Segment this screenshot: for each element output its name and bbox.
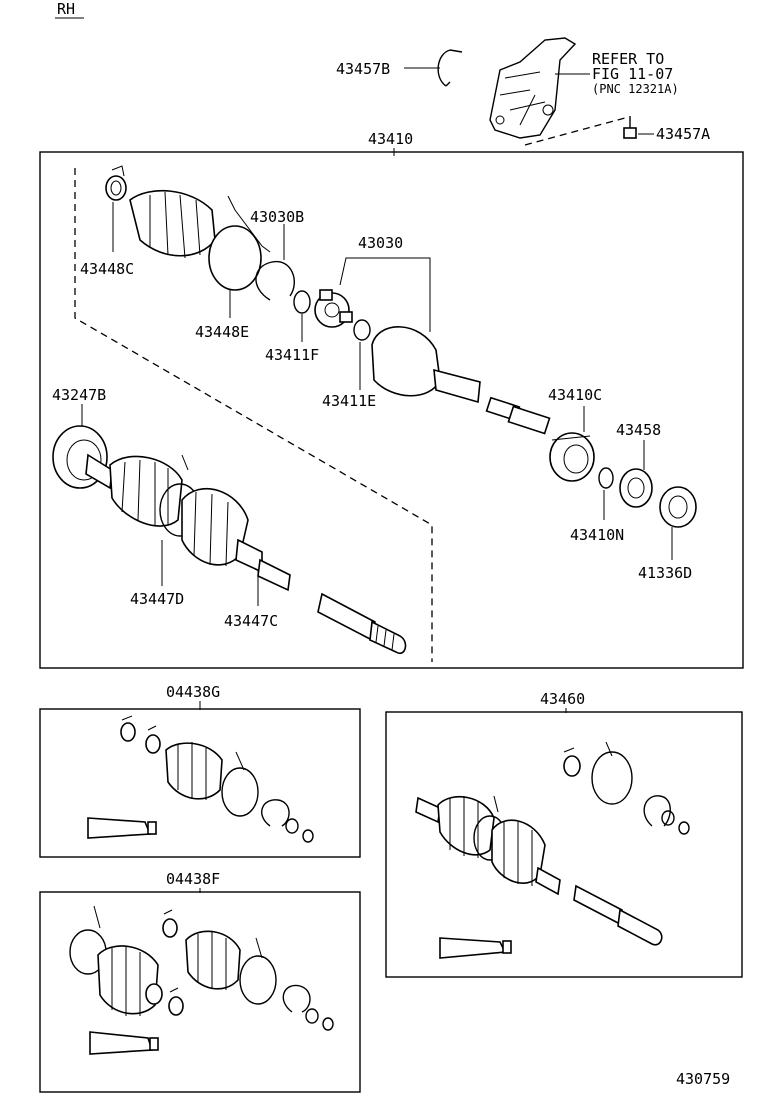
assy-box — [385, 711, 743, 978]
label-43448C: 43448C — [80, 260, 134, 278]
label-43447C: 43447C — [224, 612, 278, 630]
group-label-assy: 43460 — [540, 690, 585, 708]
seal-43458 — [619, 468, 653, 508]
bearing-bracket — [489, 37, 577, 139]
label-43410N: 43410N — [570, 526, 624, 544]
group-label-kit-g: 04438G — [166, 683, 220, 701]
outer-boot — [129, 189, 216, 259]
leader-43030 — [339, 257, 431, 332]
figure-number: 430759 — [676, 1070, 730, 1088]
assy-parts — [415, 741, 690, 959]
bearing-43410C — [549, 432, 595, 482]
bolt-43457A — [623, 116, 637, 139]
main-group-box — [39, 151, 744, 669]
snap-ring-43410N — [598, 467, 614, 489]
snap-ring-43457B — [437, 49, 463, 87]
snap-ring-43030B — [255, 261, 295, 301]
bolt-dashline — [524, 117, 626, 146]
label-43247B: 43247B — [52, 386, 106, 404]
label-43447D: 43447D — [130, 590, 184, 608]
label-43457A: 43457A — [656, 125, 710, 143]
snap-ring-43411F — [293, 290, 311, 314]
label-43458: 43458 — [616, 421, 661, 439]
tripod-joint — [314, 289, 353, 328]
group-label-kit-f: 04438F — [166, 870, 220, 888]
refer-line2: FIG 11-07 — [592, 65, 673, 83]
kit-g-box — [39, 708, 361, 858]
label-43410C: 43410C — [548, 386, 602, 404]
kit-f-box — [39, 891, 361, 1093]
label-43457B: 43457B — [336, 60, 390, 78]
group-label-main: 43410 — [368, 130, 413, 148]
label-43030B: 43030B — [250, 208, 304, 226]
kit-f-parts — [69, 905, 334, 1055]
refer-line3: (PNC 12321A) — [592, 82, 679, 96]
label-43030: 43030 — [358, 234, 403, 252]
label-43448E: 43448E — [195, 323, 249, 341]
seal-41336D — [659, 486, 697, 528]
side-label: RH — [57, 0, 75, 18]
label-41336D: 41336D — [638, 564, 692, 582]
refer-line1: REFER TO — [592, 50, 664, 68]
label-43411F: 43411F — [265, 346, 319, 364]
clamp-43448E — [208, 195, 271, 291]
drive-shaft-assembly — [85, 453, 407, 655]
exploded-dashline — [74, 168, 433, 662]
label-43411E: 43411E — [322, 392, 376, 410]
snap-ring-43411E — [353, 319, 371, 341]
clamp-43448C — [105, 165, 127, 201]
inner-joint-housing — [371, 326, 551, 435]
kit-g-parts — [87, 715, 314, 843]
